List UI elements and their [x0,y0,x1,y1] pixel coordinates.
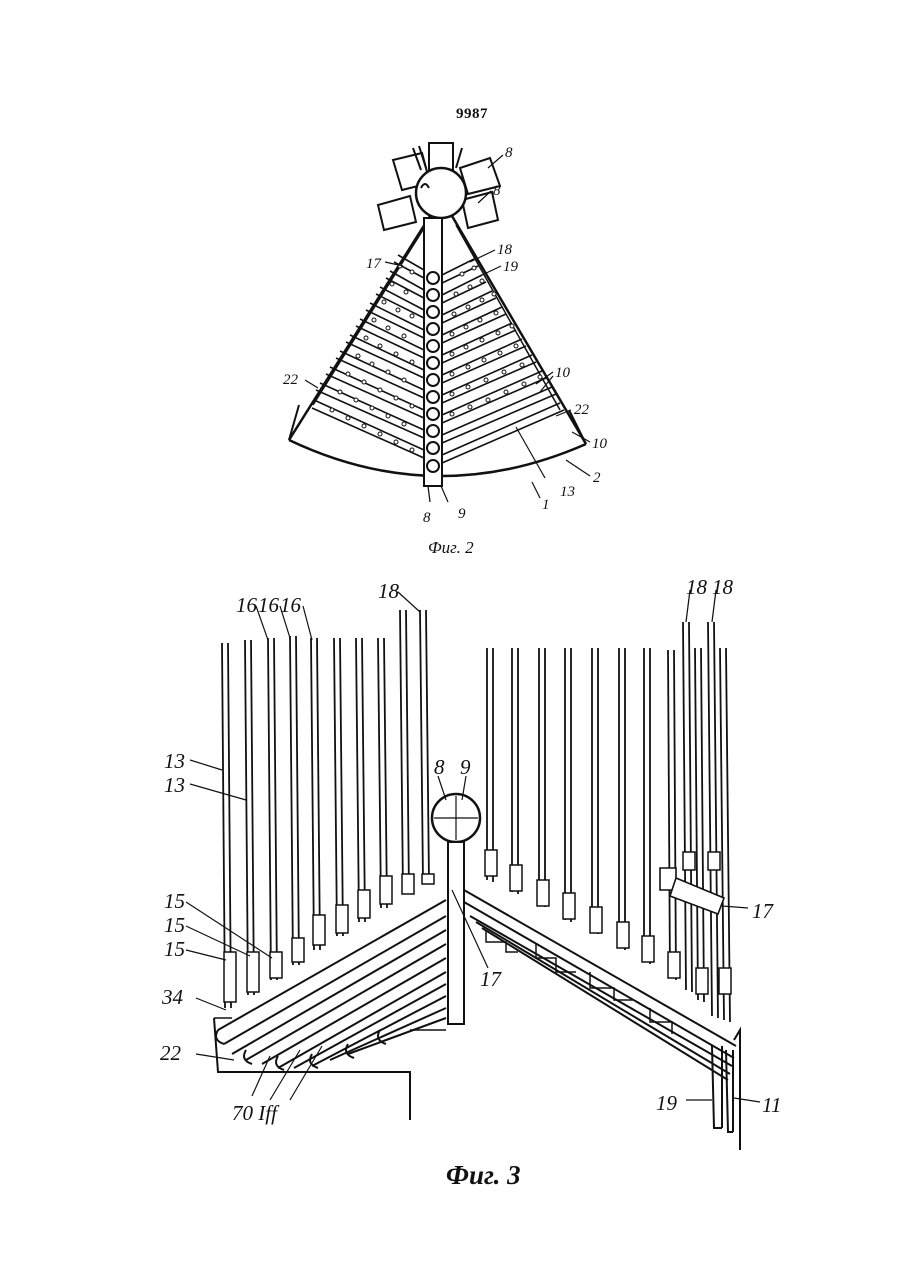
label-8: 8 [434,755,445,779]
label-13: 13 [560,484,575,500]
label-10-lower: 10 [592,436,608,452]
label-18-right-2: 18 [712,575,734,599]
label-15-c: 15 [164,937,185,961]
figure-2-drawing: 8 8 18 17 19 22 10 22 10 2 13 1 8 9 [0,0,900,560]
label-16-a: 16 [236,593,258,617]
label-34: 34 [161,985,184,1009]
label-13-b: 13 [164,773,185,797]
right-vertical-tubes [487,622,730,1022]
left-vertical-tubes [222,610,429,1008]
label-18: 18 [497,242,513,258]
label-8-bottom: 8 [423,510,431,526]
label-8-middle: 8 [493,183,501,199]
label-1: 1 [542,497,550,513]
label-9: 9 [460,755,471,779]
figure-3-caption: Фиг. 3 [446,1160,521,1191]
label-10-upper: 10 [555,365,571,381]
figure-3-drawing: 16 16 16 18 18 18 13 13 8 9 15 15 15 34 … [0,560,900,1160]
label-18-right-1: 18 [686,575,708,599]
left-tube-rows [312,255,424,458]
label-16-b: 16 [258,593,280,617]
label-9: 9 [458,506,466,522]
label-22: 22 [160,1041,182,1065]
label-2: 2 [593,470,601,486]
label-15-b: 15 [164,913,185,937]
label-16-c: 16 [280,593,302,617]
label-13-a: 13 [164,749,185,773]
central-vertical-tube [432,794,480,1024]
label-17-right: 17 [752,899,775,923]
label-19: 19 [656,1091,678,1115]
label-17: 17 [366,256,383,272]
central-column [424,218,442,486]
label-11: 11 [762,1093,781,1117]
label-15-a: 15 [164,889,185,913]
rotor-hub [378,143,500,230]
label-18-left: 18 [378,579,400,603]
right-tube-rows [442,259,564,463]
label-17-center: 17 [480,967,503,991]
label-22-right: 22 [574,402,590,418]
figure-2-caption: Фиг. 2 [428,538,474,558]
label-19: 19 [503,259,519,275]
label-22-left: 22 [283,372,299,388]
label-70: 70 Iff [232,1101,280,1125]
label-8-upper: 8 [505,145,513,161]
